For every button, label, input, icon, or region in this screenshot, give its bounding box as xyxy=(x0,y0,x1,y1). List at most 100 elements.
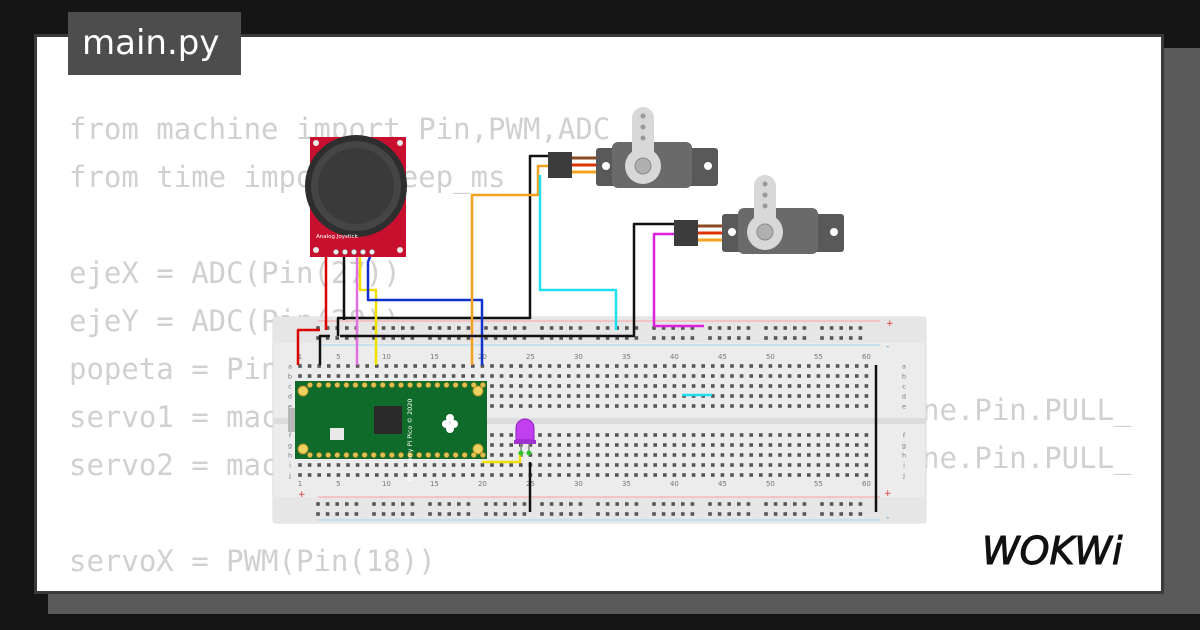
breadboard-hole xyxy=(749,453,753,457)
breadboard-rail-hole xyxy=(381,502,386,506)
wire-cyan[interactable] xyxy=(538,175,618,330)
breadboard-rail-hole xyxy=(569,336,573,340)
code-line: servoX = PWM(Pin(18)) xyxy=(69,544,436,578)
servo-motor-2[interactable] xyxy=(674,175,844,254)
breadboard-rail-hole xyxy=(484,502,488,506)
breadboard-rail-hole xyxy=(569,326,573,330)
breadboard-hole xyxy=(816,364,821,368)
breadboard-rail-hole xyxy=(578,336,583,340)
breadboard-hole xyxy=(615,473,619,477)
breadboard-hole xyxy=(711,404,715,408)
breadboard-hole xyxy=(826,364,830,368)
breadboard-hole xyxy=(538,473,542,477)
breadboard-rail-hole xyxy=(466,512,471,516)
breadboard-row-label: j xyxy=(902,472,905,480)
breadboard-hole xyxy=(499,384,504,388)
breadboard-hole xyxy=(480,364,485,368)
breadboard-rail-hole xyxy=(773,326,778,330)
breadboard-hole xyxy=(759,443,763,447)
breadboard-hole xyxy=(787,384,792,388)
breadboard-rail-hole xyxy=(391,512,395,516)
breadboard-hole xyxy=(711,374,715,378)
breadboard-hole xyxy=(480,374,485,378)
breadboard-rail-hole xyxy=(605,512,610,516)
breadboard-hole xyxy=(624,463,629,467)
breadboard-rail-hole xyxy=(457,326,461,330)
servo-motor-1[interactable] xyxy=(548,107,718,188)
breadboard-rail-hole xyxy=(549,512,554,516)
led-purple[interactable] xyxy=(514,418,536,456)
breadboard-rail-hole xyxy=(559,502,563,506)
breadboard-hole xyxy=(855,364,859,368)
breadboard[interactable]: + - + - + 115510101515202025253030353540… xyxy=(272,316,927,524)
breadboard-hole xyxy=(643,463,648,467)
breadboard-hole xyxy=(557,463,561,467)
breadboard-hole xyxy=(634,374,638,378)
breadboard-hole xyxy=(663,433,667,437)
pico-pin xyxy=(343,382,350,388)
wire-red[interactable] xyxy=(296,328,320,365)
breadboard-hole xyxy=(586,463,590,467)
breadboard-hole xyxy=(663,473,667,477)
wire-yellow[interactable] xyxy=(482,452,522,464)
breadboard-hole xyxy=(595,384,600,388)
breadboard-rail-hole xyxy=(569,502,573,506)
wokwi-logo[interactable]: WOKWi xyxy=(980,524,1150,578)
breadboard-hole xyxy=(567,463,571,467)
bootsel-button[interactable] xyxy=(330,428,344,440)
mounting-hole xyxy=(472,385,484,397)
wire-magenta[interactable] xyxy=(652,232,676,326)
breadboard-hole xyxy=(835,443,840,447)
breadboard-rail-hole xyxy=(746,336,751,340)
breadboard-hole xyxy=(739,374,744,378)
breadboard-hole xyxy=(499,463,504,467)
breadboard-rail-hole xyxy=(493,326,498,330)
breadboard-hole xyxy=(749,394,753,398)
breadboard-hole xyxy=(519,374,523,378)
breadboard-hole xyxy=(576,384,581,388)
wire-blue[interactable] xyxy=(366,251,484,365)
wire-black[interactable] xyxy=(318,334,330,365)
breadboard-hole xyxy=(653,374,657,378)
mounting-hole xyxy=(472,443,484,455)
breadboard-hole xyxy=(768,364,773,368)
breadboard-column-label: 15 xyxy=(430,353,439,361)
breadboard-rail-hole xyxy=(549,326,554,330)
breadboard-rail-hole xyxy=(605,502,610,506)
wire-black[interactable] xyxy=(340,222,676,338)
breadboard-rail-hole xyxy=(661,336,666,340)
breadboard-hole xyxy=(682,384,686,388)
breadboard-hole xyxy=(615,374,619,378)
breadboard-rail-hole xyxy=(858,502,863,506)
analog-joystick[interactable]: Analog Joystick xyxy=(305,135,407,257)
breadboard-hole xyxy=(787,404,792,408)
joystick-pin xyxy=(369,249,375,255)
pico-pin xyxy=(443,452,450,458)
breadboard-hole xyxy=(547,374,552,378)
breadboard-rail-hole xyxy=(727,326,731,330)
breadboard-hole xyxy=(576,374,581,378)
breadboard-hole xyxy=(691,364,696,368)
breadboard-hole xyxy=(595,463,600,467)
breadboard-hole xyxy=(730,433,734,437)
joystick-pin xyxy=(342,249,348,255)
breadboard-rail-hole xyxy=(381,512,386,516)
breadboard-rail-hole xyxy=(829,512,834,516)
breadboard-hole xyxy=(375,473,379,477)
breadboard-hole xyxy=(528,404,533,408)
file-tab[interactable]: main.py xyxy=(68,12,241,75)
breadboard-row-label: c xyxy=(288,383,292,391)
pico-pin xyxy=(343,452,350,458)
pico-label: Raspberry Pi Pico © 2020 xyxy=(406,398,414,481)
breadboard-hole xyxy=(557,384,561,388)
breadboard-hole xyxy=(499,453,504,457)
wire-orange[interactable] xyxy=(470,164,552,365)
breadboard-hole xyxy=(317,364,321,368)
wire-black[interactable] xyxy=(336,154,550,336)
breadboard-hole xyxy=(720,473,725,477)
raspberry-pi-pico[interactable]: Raspberry Pi Pico © 2020 xyxy=(288,381,487,482)
breadboard-rail-hole xyxy=(681,336,685,340)
breadboard-hole xyxy=(691,453,696,457)
breadboard-hole xyxy=(759,364,763,368)
breadboard-hole xyxy=(701,364,705,368)
